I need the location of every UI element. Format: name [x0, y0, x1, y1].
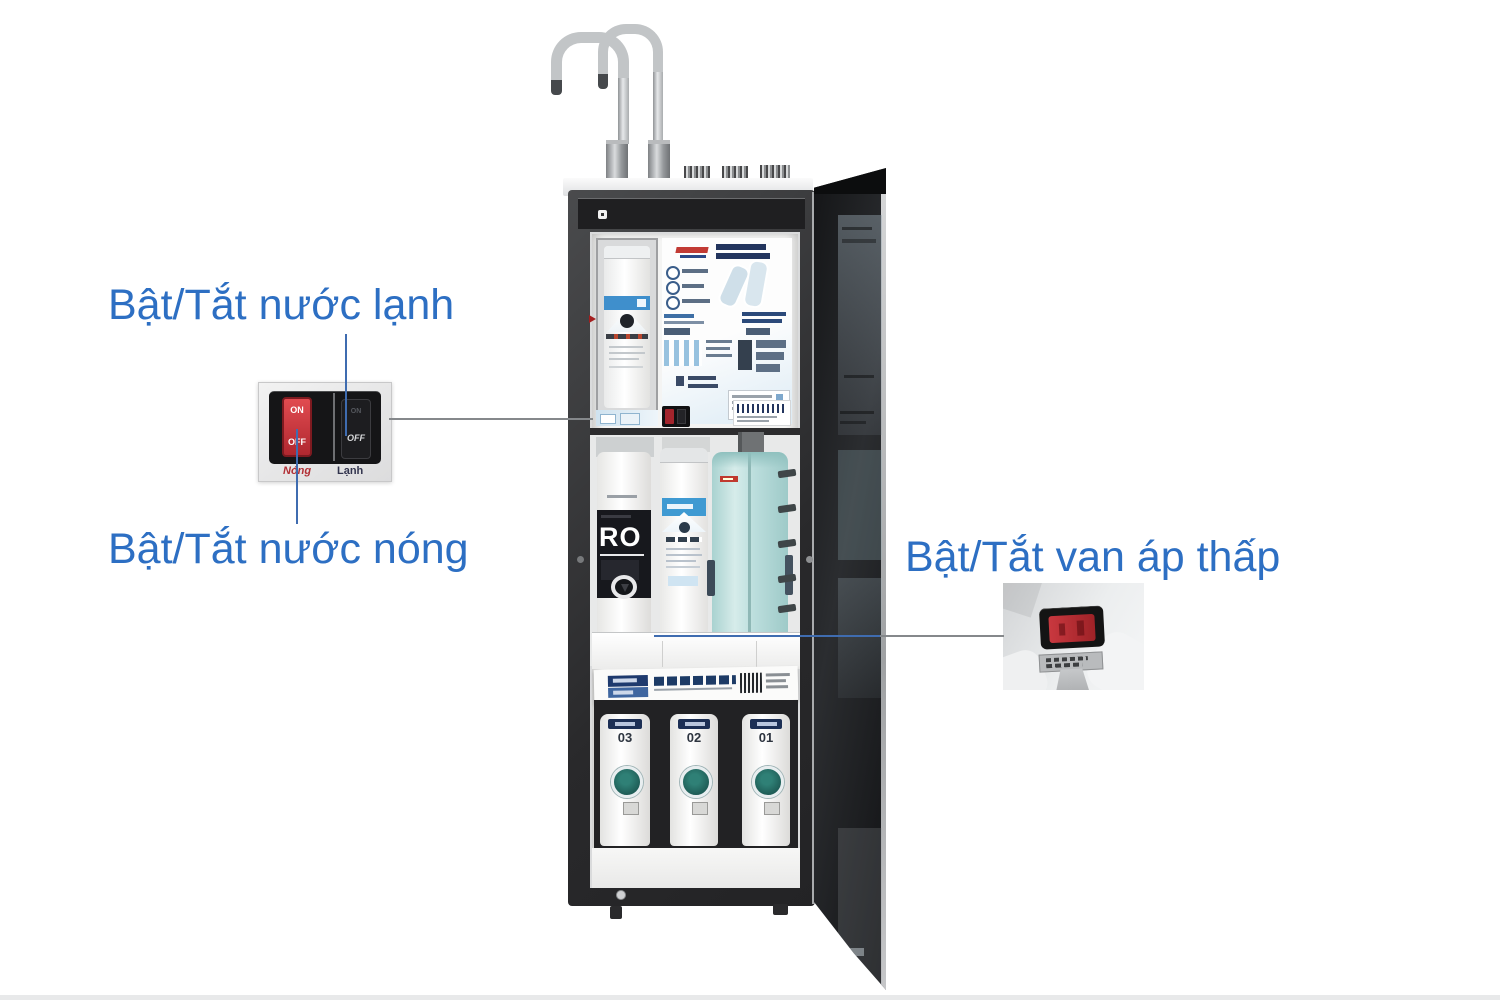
door-reflection [838, 828, 882, 990]
tank-red-label [720, 476, 738, 482]
door-edge-trim [881, 168, 886, 990]
switch-divider [333, 393, 335, 461]
hinge-pin-left [577, 556, 584, 563]
cabinet-top-bar [578, 198, 805, 229]
hot-water-tank [707, 452, 793, 642]
floor-band [0, 995, 1500, 1000]
door-reflection [838, 578, 882, 698]
annotation-low-pressure-valve: Bật/Tắt van áp thấp [905, 533, 1281, 581]
faucet-left-tube [618, 78, 629, 144]
spec-sheet-graphic [662, 238, 792, 425]
hot-switch-on-text: ON [290, 405, 304, 415]
frame-screw [616, 890, 626, 900]
filter-tag [623, 802, 639, 815]
cold-caption: Lạnh [337, 465, 364, 477]
cold-switch-on-text: ON [350, 408, 362, 415]
faucet-right-spout-tip [598, 74, 608, 89]
cold-switch-off-text: OFF [347, 433, 365, 443]
callout-line-hot [296, 429, 298, 524]
middle-shelf [592, 632, 800, 669]
cabinet-foot-left [610, 906, 622, 919]
ro-emblem [611, 575, 637, 599]
section-divider [590, 428, 800, 435]
cabinet-right-edge-highlight [812, 192, 815, 904]
door-reflection [838, 450, 882, 560]
door-reflection [838, 215, 882, 435]
annotation-cold-water: Bật/Tắt nước lạnh [108, 281, 455, 329]
filter-can-01: 01 [742, 714, 790, 846]
ro-membrane-housing: RO [597, 452, 651, 642]
annotation-hot-water: Bật/Tắt nước nóng [108, 525, 469, 573]
ro-label: RO [597, 510, 651, 598]
filter-number: 03 [617, 730, 633, 745]
ro-label-text: RO [599, 522, 642, 552]
barcode-label [733, 400, 791, 426]
top-filter-cartridge [604, 246, 650, 408]
filter-title-bar [593, 665, 799, 705]
callout-line-valve-blue [654, 635, 882, 637]
valve-switch-bezel [1038, 605, 1106, 650]
filter-number: 01 [758, 730, 774, 745]
callout-line-valve-gray [880, 635, 1004, 637]
faucet-right-arch [598, 24, 663, 78]
power-indicator-icon [598, 210, 607, 219]
hinge-pin-right [806, 556, 813, 563]
filter-tag [692, 802, 708, 815]
filter-tag [764, 802, 780, 815]
faucet-left-spout-tip [551, 80, 562, 95]
filter-number: 02 [686, 730, 702, 745]
filter-badge [752, 766, 784, 798]
valve-red-switch [1048, 613, 1096, 644]
filter-can-02: 02 [670, 714, 718, 846]
filter-can-03: 03 [600, 714, 650, 846]
switch-inset-panel: ON OFF ON OFF Nóng Lạnh [258, 382, 392, 482]
callout-line-cold [345, 334, 347, 436]
frame-red-marker [589, 315, 596, 323]
faucet-right-tube [653, 72, 663, 144]
valve-inset-photo [1003, 583, 1144, 690]
machine-switch-module [662, 406, 690, 427]
callout-line-panel-to-machine [389, 418, 593, 420]
top-section-label-strip [596, 410, 658, 426]
cabinet-door-open [814, 168, 886, 990]
cabinet-foot-right [773, 904, 788, 915]
filter-badge [680, 766, 712, 798]
filter-badge [611, 766, 643, 798]
fine-filter-cartridge [660, 448, 708, 636]
bottom-base-panel [592, 848, 800, 888]
